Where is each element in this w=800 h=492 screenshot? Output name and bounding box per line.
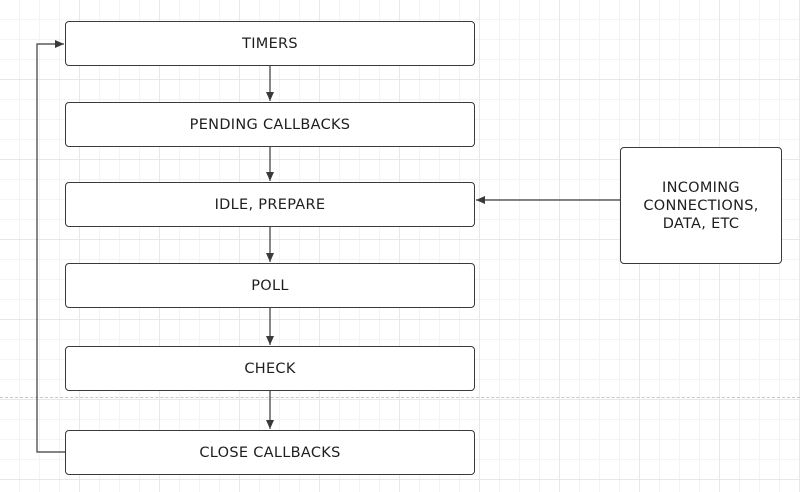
page-break-divider xyxy=(0,397,800,398)
node-poll[interactable]: POLL xyxy=(65,263,475,308)
node-timers[interactable]: TIMERS xyxy=(65,21,475,66)
node-check[interactable]: CHECK xyxy=(65,346,475,391)
node-label-idle-prepare: IDLE, PREPARE xyxy=(214,196,326,213)
node-idle-prepare[interactable]: IDLE, PREPARE xyxy=(65,182,475,227)
edge-close-to-timers xyxy=(36,40,65,453)
node-label-close-callbacks: CLOSE CALLBACKS xyxy=(199,444,341,461)
node-label-check: CHECK xyxy=(244,360,296,377)
node-label-poll: POLL xyxy=(251,277,289,294)
node-label-incoming-connections: INCOMING CONNECTIONS, DATA, ETC xyxy=(643,179,759,232)
node-label-pending-callbacks: PENDING CALLBACKS xyxy=(189,116,351,133)
node-close-callbacks[interactable]: CLOSE CALLBACKS xyxy=(65,430,475,475)
node-label-timers: TIMERS xyxy=(242,35,298,52)
node-pending-callbacks[interactable]: PENDING CALLBACKS xyxy=(65,102,475,147)
node-incoming-connections[interactable]: INCOMING CONNECTIONS, DATA, ETC xyxy=(620,147,782,264)
